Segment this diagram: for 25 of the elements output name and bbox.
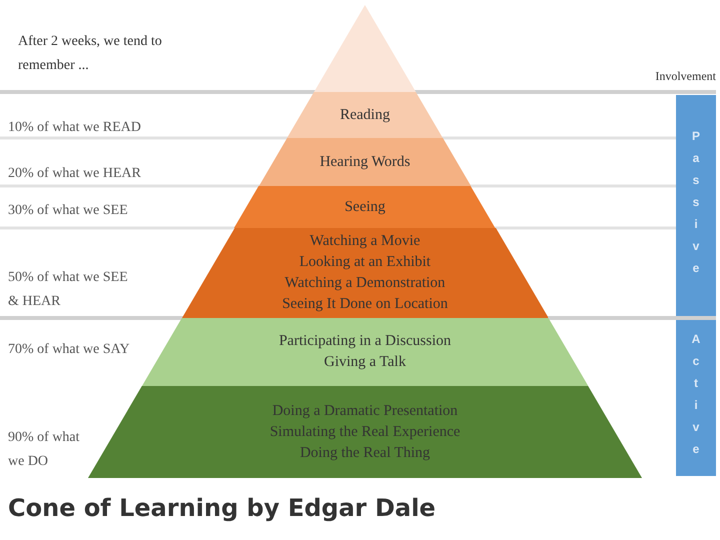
level-label: Watching a Demonstration	[284, 274, 446, 293]
retention-label: 10% of what we READ	[8, 119, 142, 137]
category-bar	[676, 320, 716, 476]
level-label: Seeing	[344, 198, 386, 216]
level-label: Doing a Dramatic Presentation	[272, 402, 458, 420]
retention-label: 20% of what we HEAR	[8, 165, 142, 183]
level-label: Doing the Real Thing	[300, 444, 430, 462]
level-label: Participating in a Discussion	[278, 332, 452, 351]
retention-label: 30% of what we SEE	[8, 202, 129, 220]
level-label: Giving a Talk	[324, 353, 406, 372]
retention-label: 70% of what we SAY	[8, 341, 131, 359]
level-label: Watching a Movie	[310, 232, 420, 251]
level-label: Simulating the Real Experience	[270, 422, 460, 442]
level-label: Reading	[340, 106, 390, 124]
level-label: Seeing It Done on Location	[282, 295, 448, 314]
note-text: After 2 weeks, we tend to remember ...	[18, 33, 163, 75]
category-bar	[676, 95, 716, 316]
note-text: Involvement	[654, 68, 716, 85]
level-label: Looking at an Exhibit	[299, 253, 431, 272]
category-label: Active	[689, 332, 703, 464]
caption: Cone of Learning by Edgar Dale	[8, 494, 436, 522]
level-label: Hearing Words	[320, 152, 410, 172]
retention-label: 90% of what we DO	[8, 429, 81, 471]
category-label: Passive	[689, 128, 703, 282]
retention-label: 50% of what we SEE & HEAR	[8, 269, 129, 311]
